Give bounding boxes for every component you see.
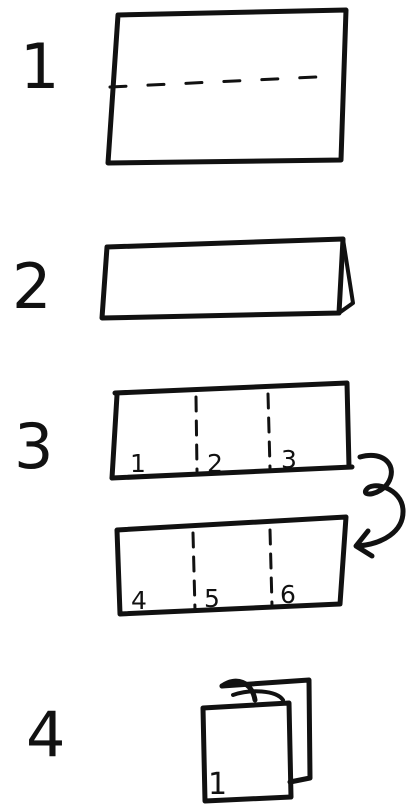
step-2-folded-sheet <box>102 239 353 318</box>
panel-label-1: 1 <box>130 449 146 478</box>
step-1-number: 1 <box>20 30 59 103</box>
step-3: 3 1 2 3 4 5 6 <box>14 383 403 615</box>
step-3-strip-bottom: 4 5 6 <box>117 517 346 615</box>
fold-line-vertical <box>270 530 272 606</box>
step-1-sheet <box>108 10 346 163</box>
step-3-strip-top: 1 2 3 <box>112 383 352 478</box>
booklet-page-label: 1 <box>208 767 227 802</box>
fold-line-vertical <box>193 533 195 610</box>
panel-label-4: 4 <box>131 586 147 615</box>
step-3-number: 3 <box>14 410 53 483</box>
step-4-number: 4 <box>26 698 65 771</box>
panel-label-2: 2 <box>207 449 223 478</box>
fold-line-vertical <box>196 397 197 471</box>
step-1: 1 <box>20 10 346 163</box>
panel-label-3: 3 <box>281 445 297 474</box>
step-4: 4 1 <box>26 680 310 802</box>
turn-over-arrow-icon <box>356 455 403 556</box>
panel-label-6: 6 <box>280 580 296 609</box>
panel-label-5: 5 <box>204 584 220 613</box>
fold-line-horizontal <box>110 76 337 87</box>
step-2: 2 <box>12 239 353 323</box>
step-4-booklet: 1 <box>203 680 310 802</box>
fold-line-vertical <box>268 394 270 468</box>
step-2-number: 2 <box>12 250 51 323</box>
